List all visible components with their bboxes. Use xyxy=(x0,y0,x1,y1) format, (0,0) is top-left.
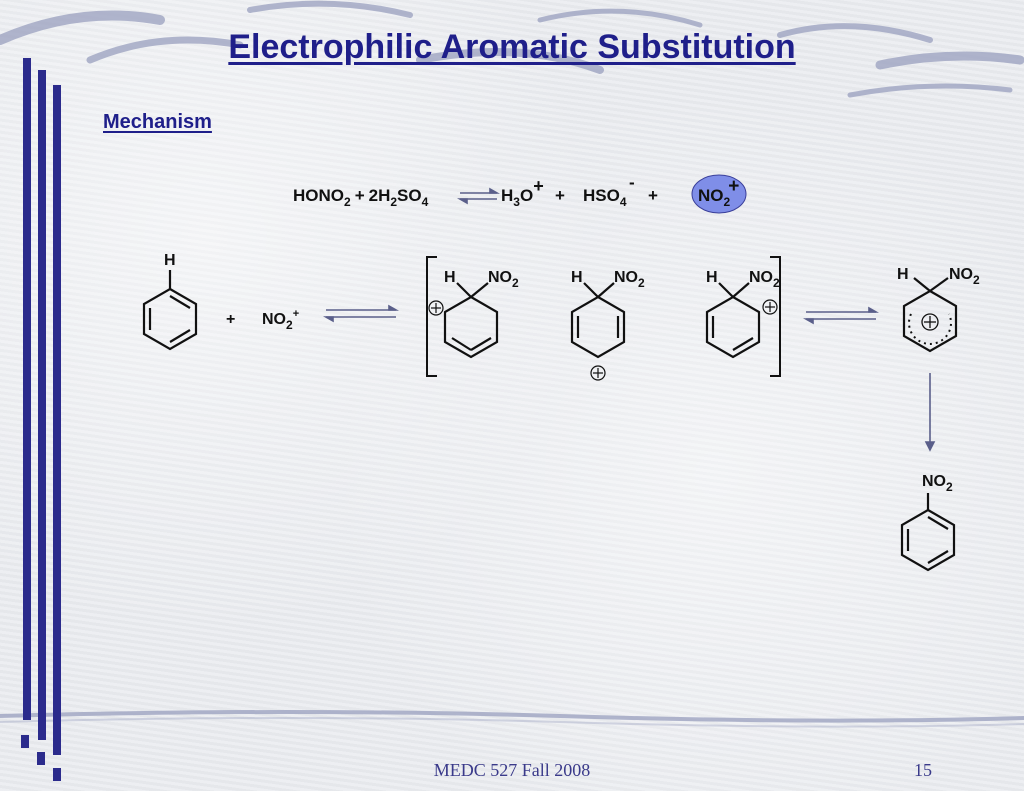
svg-text:NO2: NO2 xyxy=(614,269,645,290)
equilibrium-arrow xyxy=(456,187,501,205)
sigma-complex-1 xyxy=(443,282,499,359)
minus-charge: - xyxy=(629,173,635,192)
resonance-bracket xyxy=(426,256,781,377)
svg-text:H3O+: H3O+ xyxy=(501,176,544,209)
svg-text:HSO4: HSO4 xyxy=(583,186,627,209)
nitronium-generation-equation: HONO2+2H2SO4 H3O+ + HSO4 - + NO2+ xyxy=(293,173,747,214)
equilibrium-arrow xyxy=(322,304,400,323)
sigma-complex-3 xyxy=(705,282,761,359)
svg-text:NO2: NO2 xyxy=(749,269,780,290)
footer-course: MEDC 527 Fall 2008 xyxy=(433,760,591,780)
atom-label-h: H xyxy=(164,252,176,269)
svg-text:NO2+: NO2+ xyxy=(262,308,299,332)
positive-charge-icon xyxy=(428,300,444,316)
plus-sign: + xyxy=(226,311,235,328)
atom-label-h: H xyxy=(706,269,718,286)
svg-text:HONO2+2H2SO4: HONO2+2H2SO4 xyxy=(293,186,429,209)
slide-number: 15 xyxy=(914,760,932,780)
benzene-reactant xyxy=(142,270,198,351)
equilibrium-arrow xyxy=(802,306,880,325)
atom-label-h: H xyxy=(897,266,909,283)
nitronium-highlight xyxy=(691,174,747,214)
mechanism-heading: Mechanism xyxy=(103,111,212,133)
plus-sign: + xyxy=(555,186,565,205)
svg-text:NO2+: NO2+ xyxy=(698,176,739,209)
positive-charge-icon xyxy=(762,299,778,315)
positive-charge-icon xyxy=(590,365,606,381)
positive-charge-icon xyxy=(921,313,939,331)
deprotonation-arrow xyxy=(924,373,936,452)
atom-label-h: H xyxy=(444,269,456,286)
svg-text:NO2: NO2 xyxy=(949,266,980,287)
slide-title: Electrophilic Aromatic Substitution xyxy=(228,28,796,66)
delocalized-sigma-complex xyxy=(902,277,958,353)
sigma-complex-2 xyxy=(570,282,626,359)
plus-sign: + xyxy=(648,186,658,205)
svg-text:NO2: NO2 xyxy=(922,473,953,494)
atom-label-h: H xyxy=(571,269,583,286)
svg-text:NO2: NO2 xyxy=(488,269,519,290)
nitrobenzene-product xyxy=(900,493,956,572)
